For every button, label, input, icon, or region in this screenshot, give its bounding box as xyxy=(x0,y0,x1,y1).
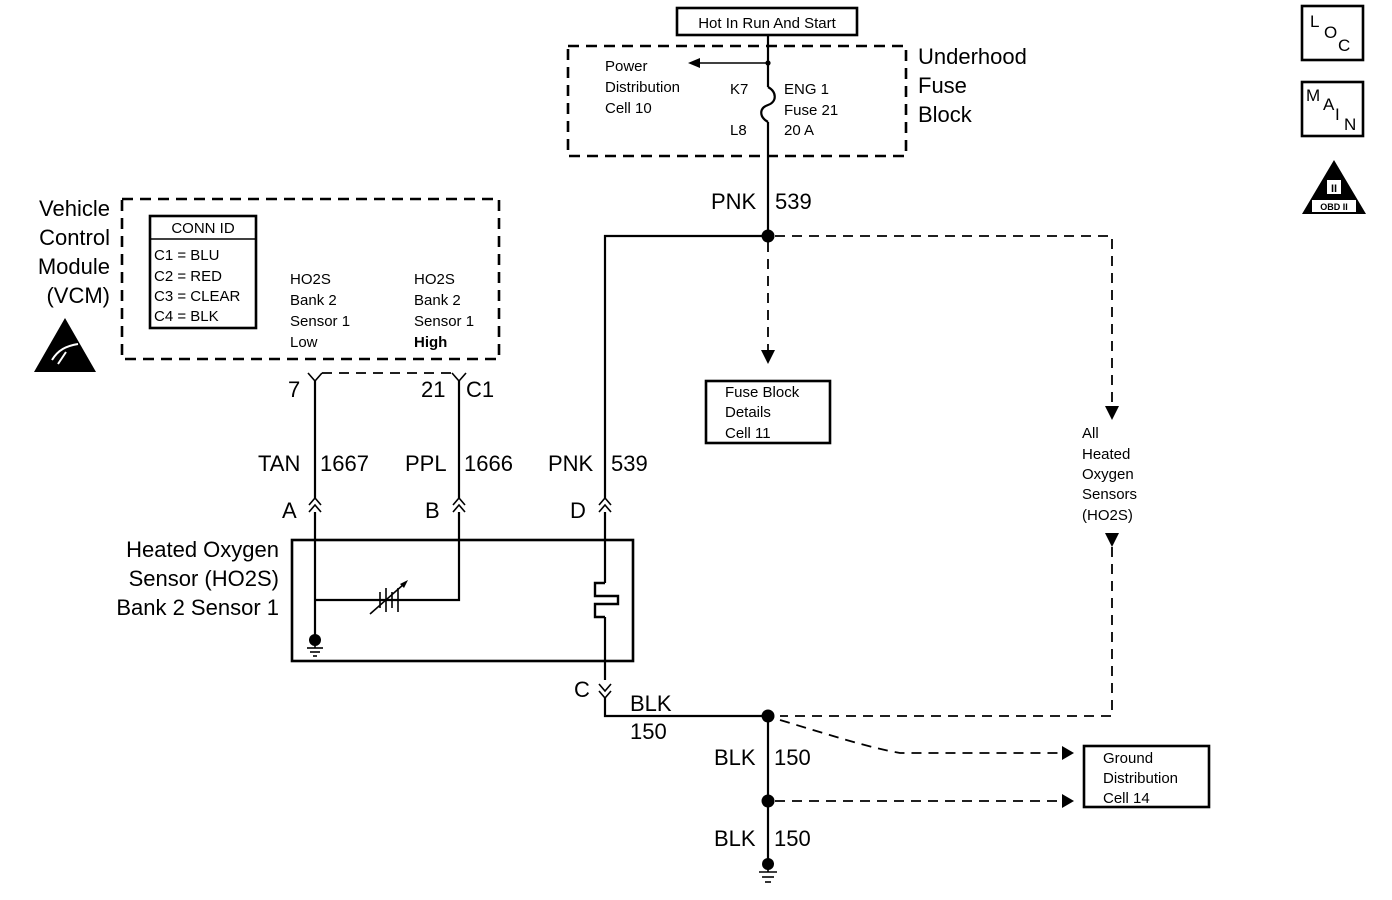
svg-text:HO2S: HO2S xyxy=(414,271,455,288)
fuse-label-1: ENG 1 xyxy=(784,81,829,98)
svg-text:(HO2S): (HO2S) xyxy=(1082,507,1133,524)
pin-d: D xyxy=(570,498,586,523)
vcm-title-4: (VCM) xyxy=(46,283,110,308)
pnk-mid-label: PNK xyxy=(548,451,594,476)
all-ho2s-label: All Heated Oxygen Sensors (HO2S) xyxy=(1082,425,1137,524)
sensor-connector-pins: A B D xyxy=(282,496,612,523)
power-dist-3: Cell 10 xyxy=(605,100,652,117)
heater-element xyxy=(593,581,620,619)
svg-text:Bank 2: Bank 2 xyxy=(414,292,461,309)
ppl-circuit: 1666 xyxy=(464,451,513,476)
svg-text:Distribution: Distribution xyxy=(1103,770,1178,787)
tan-label: TAN xyxy=(258,451,300,476)
ground-distribution-box[interactable]: Ground Distribution Cell 14 xyxy=(1082,744,1211,809)
svg-text:HO2S: HO2S xyxy=(290,271,331,288)
pin-c: C xyxy=(574,677,590,702)
blk3-label: BLK xyxy=(714,826,756,851)
svg-text:C1 = BLU: C1 = BLU xyxy=(154,247,219,264)
power-dist-2: Distribution xyxy=(605,79,680,96)
pin-21: 21 xyxy=(421,377,445,402)
chassis-ground-icon xyxy=(759,864,777,883)
splice-ground-2 xyxy=(761,794,775,808)
blk1-circuit: 150 xyxy=(630,719,667,744)
vcm-title-1: Vehicle xyxy=(39,196,110,221)
svg-text:C3 = CLEAR: C3 = CLEAR xyxy=(154,288,240,305)
fuse-block-title-3: Block xyxy=(918,102,973,127)
svg-text:II: II xyxy=(1331,183,1337,195)
main-icon[interactable]: M A I N xyxy=(1300,80,1365,138)
svg-text:High: High xyxy=(414,334,447,351)
svg-text:Oxygen: Oxygen xyxy=(1082,466,1134,483)
obd-ii-icon[interactable]: II OBD II xyxy=(1302,160,1366,214)
power-dist-1: Power xyxy=(605,58,648,75)
fuse-label-3: 20 A xyxy=(784,122,814,139)
blk1-label: BLK xyxy=(630,691,672,716)
svg-text:I: I xyxy=(1335,105,1340,124)
pnk-mid-circuit: 539 xyxy=(611,451,648,476)
power-dist-arrow xyxy=(688,58,700,68)
svg-text:Details: Details xyxy=(725,404,771,421)
pnk-top-label: PNK xyxy=(711,189,757,214)
vcm-title-2: Control xyxy=(39,225,110,250)
svg-text:A: A xyxy=(1323,95,1335,114)
vcm-title-3: Module xyxy=(38,254,110,279)
underhood-fuse-block: Underhood Fuse Block Power Distribution … xyxy=(566,44,1027,230)
blk3-circuit: 150 xyxy=(774,826,811,851)
fuse-label-2: Fuse 21 xyxy=(784,102,838,119)
vcm-module: Vehicle Control Module (VCM) CONN ID C1 … xyxy=(34,196,501,372)
blk2-label: BLK xyxy=(714,745,756,770)
fuse-block-title-1: Underhood xyxy=(918,44,1027,69)
k7-label: K7 xyxy=(730,81,748,98)
sensor-title-1: Heated Oxygen xyxy=(126,537,279,562)
l8-label: L8 xyxy=(730,122,747,139)
svg-text:Low: Low xyxy=(290,334,318,351)
tan-circuit: 1667 xyxy=(320,451,369,476)
svg-text:Sensor 1: Sensor 1 xyxy=(290,313,350,330)
svg-text:Bank 2: Bank 2 xyxy=(290,292,337,309)
hot-in-run-box: Hot In Run And Start xyxy=(675,6,859,37)
svg-text:OBD II: OBD II xyxy=(1320,202,1348,212)
svg-text:Cell 11: Cell 11 xyxy=(725,425,771,442)
svg-text:O: O xyxy=(1324,23,1337,42)
svg-text:M: M xyxy=(1306,86,1320,105)
svg-text:C4 = BLK: C4 = BLK xyxy=(154,308,219,325)
svg-text:Sensors: Sensors xyxy=(1082,486,1137,503)
svg-text:Ground: Ground xyxy=(1103,750,1153,767)
vcm-connector-c1: 7 21 C1 xyxy=(288,372,494,402)
ppl-label: PPL xyxy=(405,451,447,476)
conn-id-table: CONN ID C1 = BLU C2 = RED C3 = CLEAR C4 … xyxy=(148,214,258,330)
svg-text:Heated: Heated xyxy=(1082,446,1130,463)
fuse-21-symbol xyxy=(760,86,776,123)
esd-warning-icon xyxy=(34,318,96,372)
fuse-block-details-box[interactable]: Fuse Block Details Cell 11 xyxy=(704,379,832,445)
svg-text:Sensor 1: Sensor 1 xyxy=(414,313,474,330)
oxygen-sensor-element xyxy=(369,580,408,615)
sensor-ground-icon xyxy=(307,640,323,657)
loc-icon[interactable]: L O C xyxy=(1300,4,1365,62)
ho2s-high-label: HO2S Bank 2 Sensor 1 High xyxy=(414,271,474,351)
svg-text:All: All xyxy=(1082,425,1099,442)
conn-id-header: CONN ID xyxy=(171,220,235,237)
svg-text:Cell 14: Cell 14 xyxy=(1103,790,1150,807)
hot-in-run-label: Hot In Run And Start xyxy=(698,15,836,32)
svg-text:C2 = RED: C2 = RED xyxy=(154,268,222,285)
fuse-block-title-2: Fuse xyxy=(918,73,967,98)
svg-text:C: C xyxy=(1338,36,1350,55)
ho2s-low-label: HO2S Bank 2 Sensor 1 Low xyxy=(290,271,350,351)
pin-b: B xyxy=(425,498,440,523)
connector-c1: C1 xyxy=(466,377,494,402)
svg-text:L: L xyxy=(1310,12,1319,31)
svg-text:N: N xyxy=(1344,115,1356,134)
pin-7: 7 xyxy=(288,377,300,402)
pin-a: A xyxy=(282,498,297,523)
pnk-top-circuit: 539 xyxy=(775,189,812,214)
sensor-title-3: Bank 2 Sensor 1 xyxy=(116,595,279,620)
sensor-title-2: Sensor (HO2S) xyxy=(129,566,279,591)
ho2s-sensor: Heated Oxygen Sensor (HO2S) Bank 2 Senso… xyxy=(116,537,635,680)
svg-text:Fuse Block: Fuse Block xyxy=(725,384,800,401)
blk2-circuit: 150 xyxy=(774,745,811,770)
